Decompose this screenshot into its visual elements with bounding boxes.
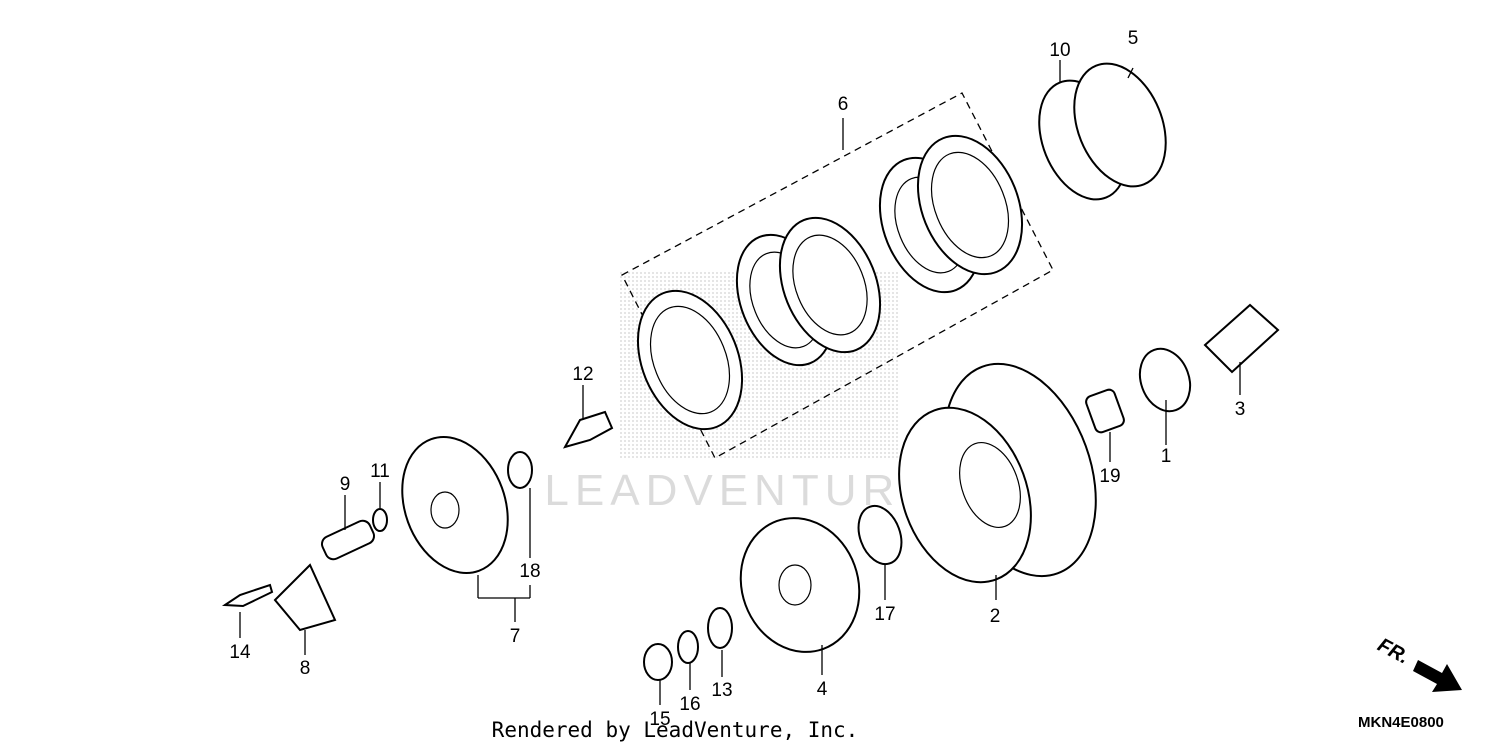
oil-pump-drive-sprocket [1138,347,1192,413]
front-arrow: FR. [1374,634,1462,692]
needle-bearing [1085,388,1125,434]
callout-15: 15 [649,709,670,730]
callout-19: 19 [1099,466,1120,487]
clutch-plates [636,134,1024,431]
callout-12: 12 [572,364,593,385]
footer-credit: Rendered by LeadVenture, Inc. [491,718,859,742]
callout-10: 10 [1049,40,1070,61]
callout-8: 8 [300,658,311,679]
bolt [221,583,274,608]
washer-11 [372,508,388,532]
callouts: 1 2 3 4 5 6 7 8 9 10 11 12 13 14 15 16 1… [229,28,1245,730]
lifter-plate [273,563,337,632]
callout-13: 13 [711,680,732,701]
clutch-plate-set-outline [621,92,1054,459]
callout-14: 14 [229,642,251,663]
lock-nut [643,643,673,681]
rings [1038,62,1167,201]
svg-text:FR.: FR. [1374,634,1413,669]
washer-13 [707,607,733,649]
callout-5: 5 [1128,28,1139,49]
lifter-rod [562,410,614,449]
callout-2: 2 [990,606,1001,627]
callout-1: 1 [1161,446,1172,467]
clutch-center [739,517,861,653]
callout-7: 7 [510,626,521,647]
diagram-code: MKN4E0800 [1358,714,1444,731]
svg-text:LEADVENTURE: LEADVENTURE [544,466,935,515]
callout-9: 9 [340,474,351,495]
arrow-icon [1413,660,1462,692]
washer-16 [677,630,699,664]
callout-16: 16 [679,694,700,715]
callout-11: 11 [370,461,390,482]
bearing-18 [507,451,533,489]
callout-3: 3 [1235,399,1246,420]
pressure-plate [401,436,509,574]
thrust-washer [857,504,903,566]
clutch-outer [898,362,1097,584]
leader-lines [239,60,1241,705]
callout-6: 6 [838,94,849,115]
callout-17: 17 [874,604,895,625]
callout-18: 18 [519,561,540,582]
clutch-outer-guide [1203,303,1280,374]
callout-4: 4 [817,679,828,700]
spring [320,519,376,561]
